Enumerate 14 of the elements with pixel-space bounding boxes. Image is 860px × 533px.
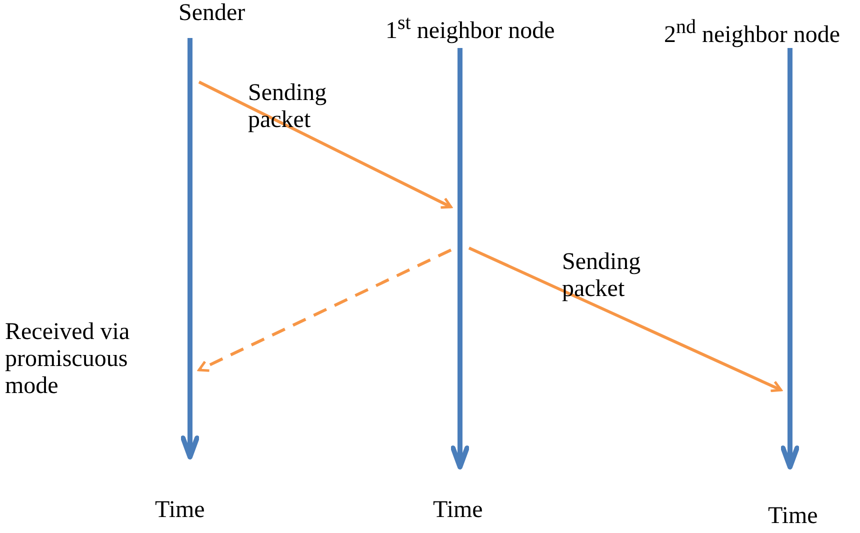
lifeline-title: 2$^{nd}$ neighbor node — [664, 15, 840, 49]
lifeline-arrow — [181, 38, 199, 460]
arrow — [198, 80, 452, 209]
time-label: Time — [433, 497, 483, 524]
edge-label: Sending packet — [562, 249, 642, 303]
time-label: Time — [768, 503, 818, 530]
time-label: Time — [155, 497, 205, 524]
lifeline-arrow — [451, 48, 469, 470]
arrow — [468, 246, 782, 392]
dashed-arrow — [198, 248, 452, 372]
lifeline-arrow — [781, 48, 799, 470]
note-text: Received via promiscuous mode — [5, 319, 131, 400]
lifeline-title: Sender — [178, 0, 246, 27]
lifeline-title: 1$^{st}$ neighbor node — [386, 11, 555, 45]
